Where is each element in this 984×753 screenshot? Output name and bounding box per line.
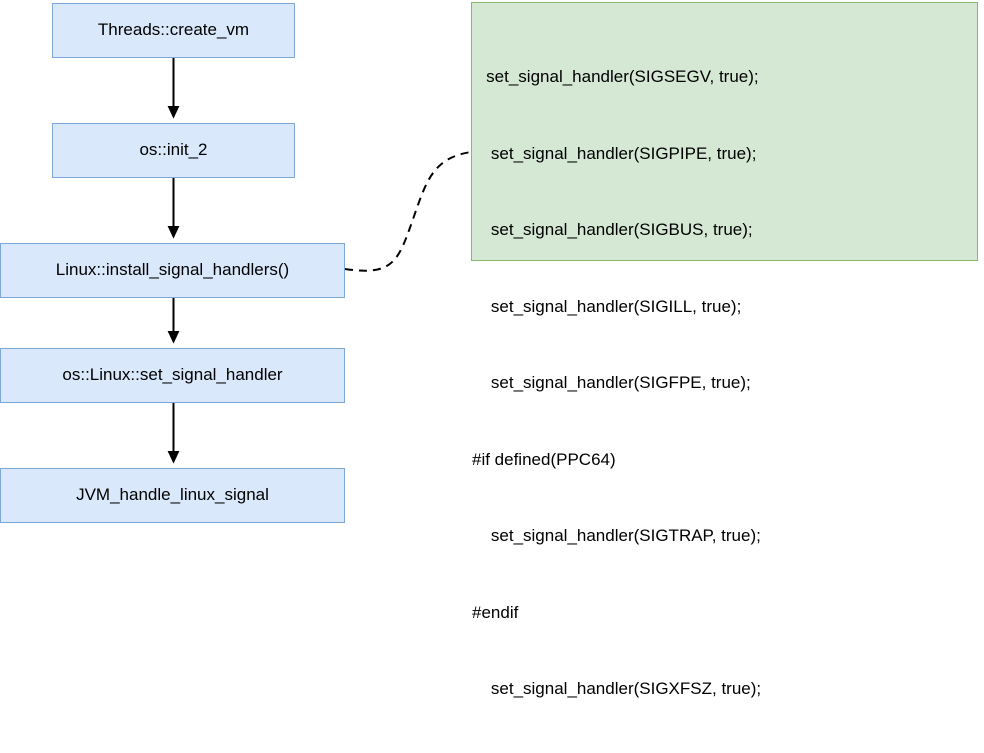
node-threads-create-vm[interactable]: Threads::create_vm <box>52 3 295 58</box>
node-label: Linux::install_signal_handlers() <box>55 260 290 280</box>
node-label: os::init_2 <box>139 140 208 160</box>
code-line: set_signal_handler(SIGXFSZ, true); <box>472 679 762 698</box>
node-label: Threads::create_vm <box>97 20 250 40</box>
code-line: set_signal_handler(SIGILL, true); <box>472 296 742 316</box>
code-line: set_signal_handler(SIGPIPE, true); <box>472 143 757 163</box>
edge-install-handlers-to-code-note <box>344 151 472 272</box>
node-jvm-handle-linux-signal[interactable]: JVM_handle_linux_signal <box>0 468 345 523</box>
node-linux-install-signal-handlers[interactable]: Linux::install_signal_handlers() <box>0 243 345 298</box>
code-line: set_signal_handler(SIGFPE, true); <box>472 373 751 392</box>
node-os-init-2[interactable]: os::init_2 <box>52 123 295 178</box>
code-line: set_signal_handler(SIGSEGV, true); <box>472 67 759 86</box>
node-label: os::Linux::set_signal_handler <box>62 365 283 385</box>
node-os-linux-set-signal-handler[interactable]: os::Linux::set_signal_handler <box>0 348 345 403</box>
node-label: JVM_handle_linux_signal <box>76 485 269 505</box>
code-note-body: set_signal_handler(SIGSEGV, true); set_s… <box>472 13 977 753</box>
code-line: #endif <box>472 602 519 622</box>
code-note-box: set_signal_handler(SIGSEGV, true); set_s… <box>471 2 978 698</box>
diagram-canvas <box>167 58 472 464</box>
code-line: #if defined(PPC64) <box>472 449 616 469</box>
code-line: set_signal_handler(SIGBUS, true); <box>472 220 753 239</box>
